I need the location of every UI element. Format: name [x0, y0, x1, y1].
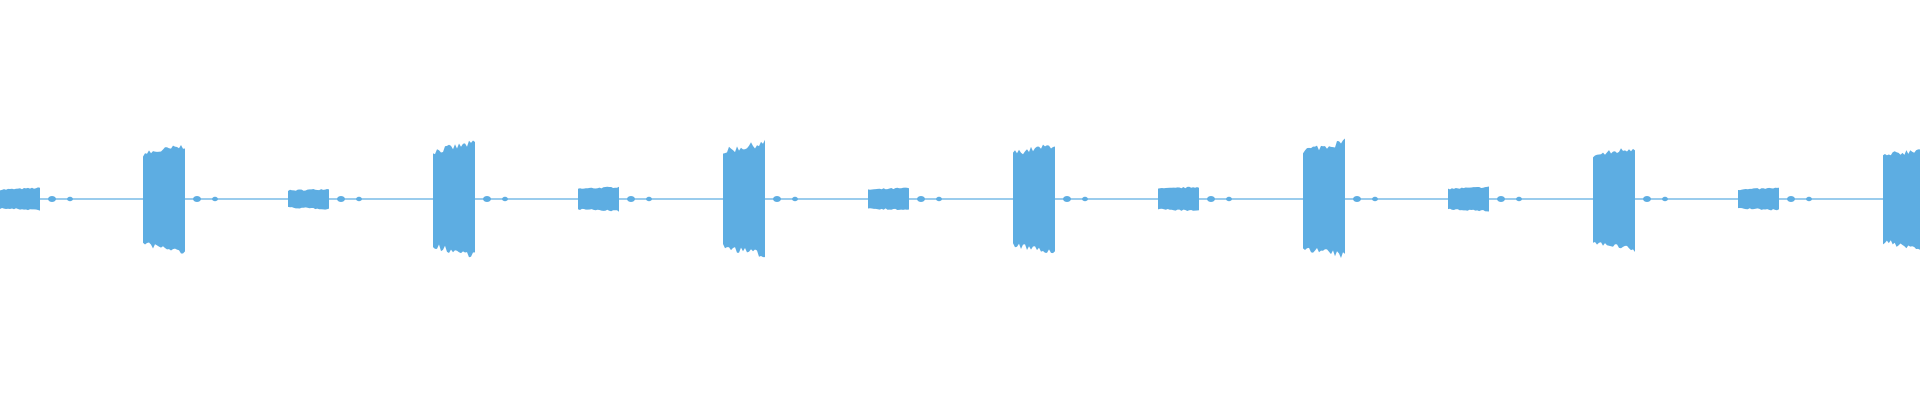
waveform-blip: [646, 196, 652, 202]
small-burst-8: [1158, 186, 1199, 211]
small-burst-2: [288, 189, 329, 210]
partial-small-burst-0: [0, 187, 40, 211]
waveform-blip: [627, 196, 635, 202]
waveform-blip: [502, 196, 508, 202]
waveform-blip: [193, 196, 201, 202]
waveform-blip: [337, 196, 345, 202]
small-burst-4: [578, 186, 619, 212]
waveform-blip: [1226, 196, 1232, 202]
waveform-blip: [1372, 196, 1378, 202]
waveform-blip: [1082, 196, 1088, 202]
waveform-blip: [356, 196, 362, 202]
waveform-blip: [1063, 196, 1071, 202]
waveform-blip: [1662, 196, 1668, 202]
small-burst-6: [868, 187, 909, 210]
small-burst-12: [1738, 187, 1779, 211]
large-burst-3: [433, 140, 475, 258]
waveform-blip: [483, 196, 491, 202]
waveform-blip: [1643, 196, 1651, 202]
waveform-bursts: [0, 138, 1920, 258]
waveform-blip: [1207, 196, 1215, 202]
large-burst-5: [723, 139, 765, 258]
waveform-blip: [1516, 196, 1522, 202]
waveform-blip: [212, 196, 218, 202]
waveform-blip: [1497, 196, 1505, 202]
large-burst-7: [1013, 144, 1055, 254]
waveform-blip: [1806, 196, 1812, 202]
waveform-blip: [67, 196, 73, 202]
large-burst-9: [1303, 138, 1345, 258]
large-burst-1: [143, 145, 185, 254]
partial-large-burst-13: [1883, 149, 1920, 250]
waveform-blip: [773, 196, 781, 202]
waveform-blip: [1787, 196, 1795, 202]
small-burst-10: [1448, 186, 1489, 212]
large-burst-11: [1593, 148, 1635, 252]
waveform-blip: [936, 196, 942, 202]
waveform-blip: [48, 196, 56, 202]
waveform-blip: [917, 196, 925, 202]
waveform-blip: [1353, 196, 1361, 202]
waveform-blip: [792, 196, 798, 202]
